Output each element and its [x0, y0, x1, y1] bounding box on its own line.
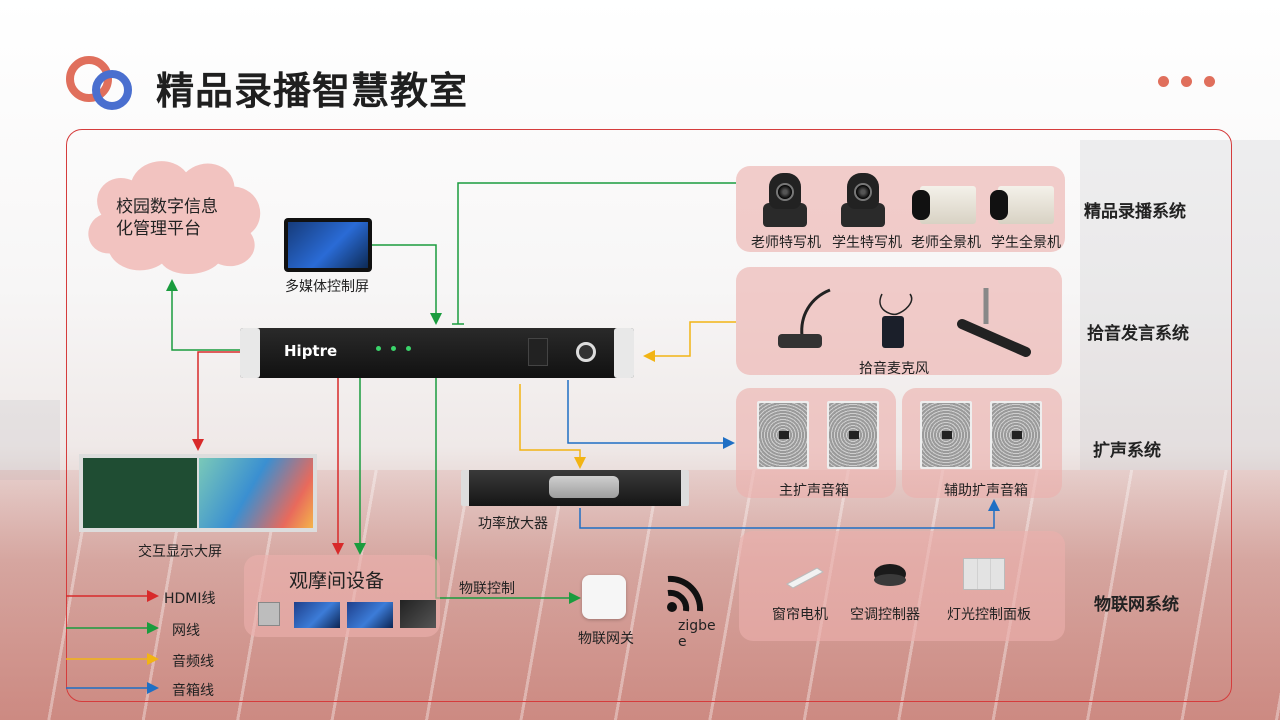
logo-rings-icon	[66, 56, 136, 110]
recording-item-2: 学生特写机	[832, 235, 902, 251]
handheld-microphone-icon	[957, 288, 1031, 357]
network-line-host-to-cloud	[166, 279, 240, 351]
iot-control-label: 物联控制	[459, 581, 515, 597]
curtain-motor-icon	[786, 567, 824, 589]
zigbee-label-line2: e	[678, 634, 687, 650]
teacher-panorama-camera-icon	[912, 184, 976, 226]
cloud-label-line1: 校园数字信息	[116, 197, 218, 217]
control-screen-device	[284, 218, 372, 272]
background-building-left	[0, 400, 60, 480]
lavalier-microphone-icon	[879, 293, 913, 348]
iot-system-label: 物联网系统	[1094, 595, 1179, 615]
speaker-system-label: 扩声系统	[1093, 441, 1161, 461]
zigbee-label: zigbe e	[678, 618, 716, 650]
background-building-right	[1080, 140, 1280, 470]
interactive-display-device	[79, 454, 317, 532]
legend-speaker: 音箱线	[172, 683, 214, 699]
ac-controller-icon	[874, 564, 906, 586]
iot-item-1: 窗帘电机	[772, 607, 828, 623]
interactive-display-label: 交互显示大屏	[138, 544, 222, 560]
iot-item-2: 空调控制器	[850, 607, 920, 623]
recording-system-label: 精品录播系统	[1084, 202, 1186, 222]
observation-room-title: 观摩间设备	[289, 570, 385, 592]
recording-item-4: 学生全景机	[991, 235, 1061, 251]
host-brand-label: Hiptre	[284, 342, 338, 360]
pickup-system-label: 拾音发言系统	[1087, 324, 1189, 344]
legend-network: 网线	[172, 623, 200, 639]
hdmi-line-host-to-bigscreen	[192, 351, 240, 451]
wireless-signal-icon	[667, 575, 704, 612]
legend-audio: 音频线	[172, 654, 214, 670]
main-speaker-label: 主扩声音箱	[779, 483, 849, 499]
student-panorama-camera-icon	[990, 184, 1054, 226]
speaker-line-host-to-main	[567, 380, 735, 449]
amplifier-device	[461, 470, 689, 506]
aux-speaker-right-icon	[990, 401, 1042, 469]
observation-screen-1	[294, 602, 340, 628]
aux-speaker-label: 辅助扩声音箱	[944, 483, 1028, 499]
iot-item-3: 灯光控制面板	[947, 607, 1031, 623]
control-screen-label: 多媒体控制屏	[285, 279, 369, 295]
zigbee-label-line1: zigbe	[678, 618, 716, 634]
audio-line-mic-to-host	[643, 321, 736, 362]
observation-panel-device	[258, 602, 280, 626]
student-closeup-camera-icon	[835, 173, 891, 229]
power-knob-icon	[576, 342, 596, 362]
main-speaker-right-icon	[827, 401, 879, 469]
network-line-cameras-to-host	[457, 182, 736, 324]
gooseneck-microphone-icon	[778, 288, 831, 348]
menu-dots-icon	[1158, 76, 1215, 87]
pickup-item-label: 拾音麦克风	[859, 361, 929, 377]
diagram-frame	[66, 129, 1232, 702]
page-title: 精品录播智慧教室	[156, 69, 469, 113]
cloud-label-line2: 化管理平台	[116, 219, 201, 239]
amplifier-label: 功率放大器	[478, 516, 548, 532]
audio-line-host-to-amp	[519, 384, 586, 469]
observation-console-device	[400, 600, 436, 628]
recording-host-device: Hiptre	[240, 328, 634, 378]
teacher-closeup-camera-icon	[757, 173, 813, 229]
cloud-label: 校园数字信息 化管理平台	[116, 196, 218, 240]
iot-gateway-device	[582, 575, 626, 619]
observation-screen-2	[347, 602, 393, 628]
speaker-line-amp-to-aux	[579, 499, 1000, 529]
legend-hdmi: HDMI线	[164, 591, 216, 607]
recording-item-3: 老师全景机	[911, 235, 981, 251]
main-speaker-left-icon	[757, 401, 809, 469]
cloud-shape	[88, 161, 261, 274]
recording-item-1: 老师特写机	[751, 235, 821, 251]
light-control-panel-icon	[963, 558, 1005, 590]
iot-gateway-label: 物联网关	[578, 631, 634, 647]
aux-speaker-left-icon	[920, 401, 972, 469]
